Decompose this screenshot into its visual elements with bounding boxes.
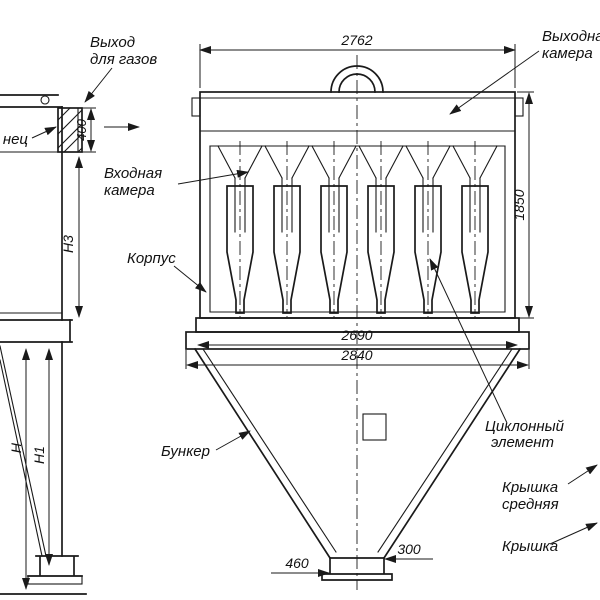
cyclone-element	[452, 140, 498, 318]
outlet-chamber-line2: камера	[542, 45, 593, 62]
label-cyclone-element: Циклонный элемент	[429, 258, 565, 451]
body-leader	[173, 265, 207, 293]
cover-middle-line1: Крышка	[502, 479, 558, 496]
dim-2840-text: 2840	[340, 347, 372, 363]
gas-outlet-leader	[84, 67, 113, 103]
label-inlet-chamber: Входная камера	[104, 165, 249, 199]
dim-2690-text: 2690	[340, 327, 372, 343]
cyclone-battery	[217, 140, 498, 318]
dimension-2762: 2762	[199, 32, 516, 88]
hopper-label-text: Бункер	[161, 443, 210, 460]
label-hopper: Бункер	[161, 430, 251, 460]
dimension-300: 300	[384, 541, 433, 563]
cyclone-line1: Циклонный	[485, 418, 565, 435]
label-flange: нец	[3, 126, 57, 148]
inlet-chamber-line1: Входная	[104, 165, 162, 182]
dim-h1-text: Н1	[31, 446, 47, 464]
hatch-lines	[57, 107, 83, 153]
dimension-1850: 1850	[511, 91, 534, 319]
dim-400-text: 400	[74, 118, 89, 140]
inlet-chamber-line2: камера	[104, 182, 155, 199]
dimension-h1: Н1	[31, 348, 53, 566]
cover-middle-line2: средняя	[502, 496, 559, 513]
dimension-h: Н	[8, 348, 31, 590]
body-inner-walls	[209, 145, 506, 313]
cyclone-element	[264, 140, 310, 318]
base-plate	[27, 575, 83, 585]
outlet-chamber-cover	[191, 91, 524, 319]
hopper-leader	[215, 430, 251, 451]
dimension-2840: 2840	[185, 347, 530, 369]
body-label-text: Корпус	[127, 250, 176, 267]
support-band	[0, 319, 73, 343]
dim-h3-text: Н3	[60, 235, 76, 253]
dimension-400: 400	[74, 107, 96, 153]
cyclone-element	[217, 140, 263, 318]
flange-label-text: нец	[3, 131, 29, 148]
lifting-eye	[330, 65, 384, 93]
left-view: 400 Н3 Н Н1 Выход для газов нец	[0, 34, 157, 595]
label-cover-middle: Крышка средняя	[502, 464, 598, 513]
outlet-flange	[57, 107, 83, 153]
left-body-lines	[0, 151, 83, 314]
flange-leader	[31, 126, 57, 139]
dim-2762-text: 2762	[340, 32, 372, 48]
label-outlet-chamber: Выходная камера	[449, 28, 600, 115]
cyclone-element	[311, 140, 357, 318]
cyclone-element	[405, 140, 451, 318]
label-body: Корпус	[127, 250, 207, 293]
label-cover: Крышка	[502, 522, 598, 555]
cover-leader	[549, 522, 598, 545]
dimension-2690: 2690	[197, 327, 518, 349]
right-view: 2762 1850 2690 2840 460 300	[104, 28, 600, 590]
dimension-h3: Н3	[60, 156, 83, 318]
outlet-chamber-line1: Выходная	[542, 28, 600, 45]
hopper	[193, 347, 522, 581]
label-gas-outlet: Выход для газов	[84, 34, 157, 131]
inlet-chamber-leader	[177, 169, 249, 185]
dim-h-text: Н	[8, 442, 24, 453]
dim-300-text: 300	[397, 541, 421, 557]
left-outlet	[27, 555, 83, 577]
dim-1850-text: 1850	[511, 189, 527, 220]
cyclone-line2: элемент	[491, 434, 554, 451]
left-top-cover	[0, 94, 63, 108]
cyclone-element	[358, 140, 404, 318]
hopper-hatch	[362, 413, 387, 441]
bolt-detail	[40, 95, 50, 105]
gas-outlet-line1: Выход	[90, 34, 135, 51]
cover-label-text: Крышка	[502, 538, 558, 555]
gas-outlet-line2: для газов	[90, 51, 157, 68]
dim-460-text: 460	[285, 555, 309, 571]
outlet-chamber-leader	[449, 50, 540, 115]
cyclone-leader	[429, 258, 508, 424]
hopper-flange	[185, 317, 530, 350]
dimension-460: 460	[271, 555, 330, 577]
cover-middle-leader	[567, 464, 598, 485]
